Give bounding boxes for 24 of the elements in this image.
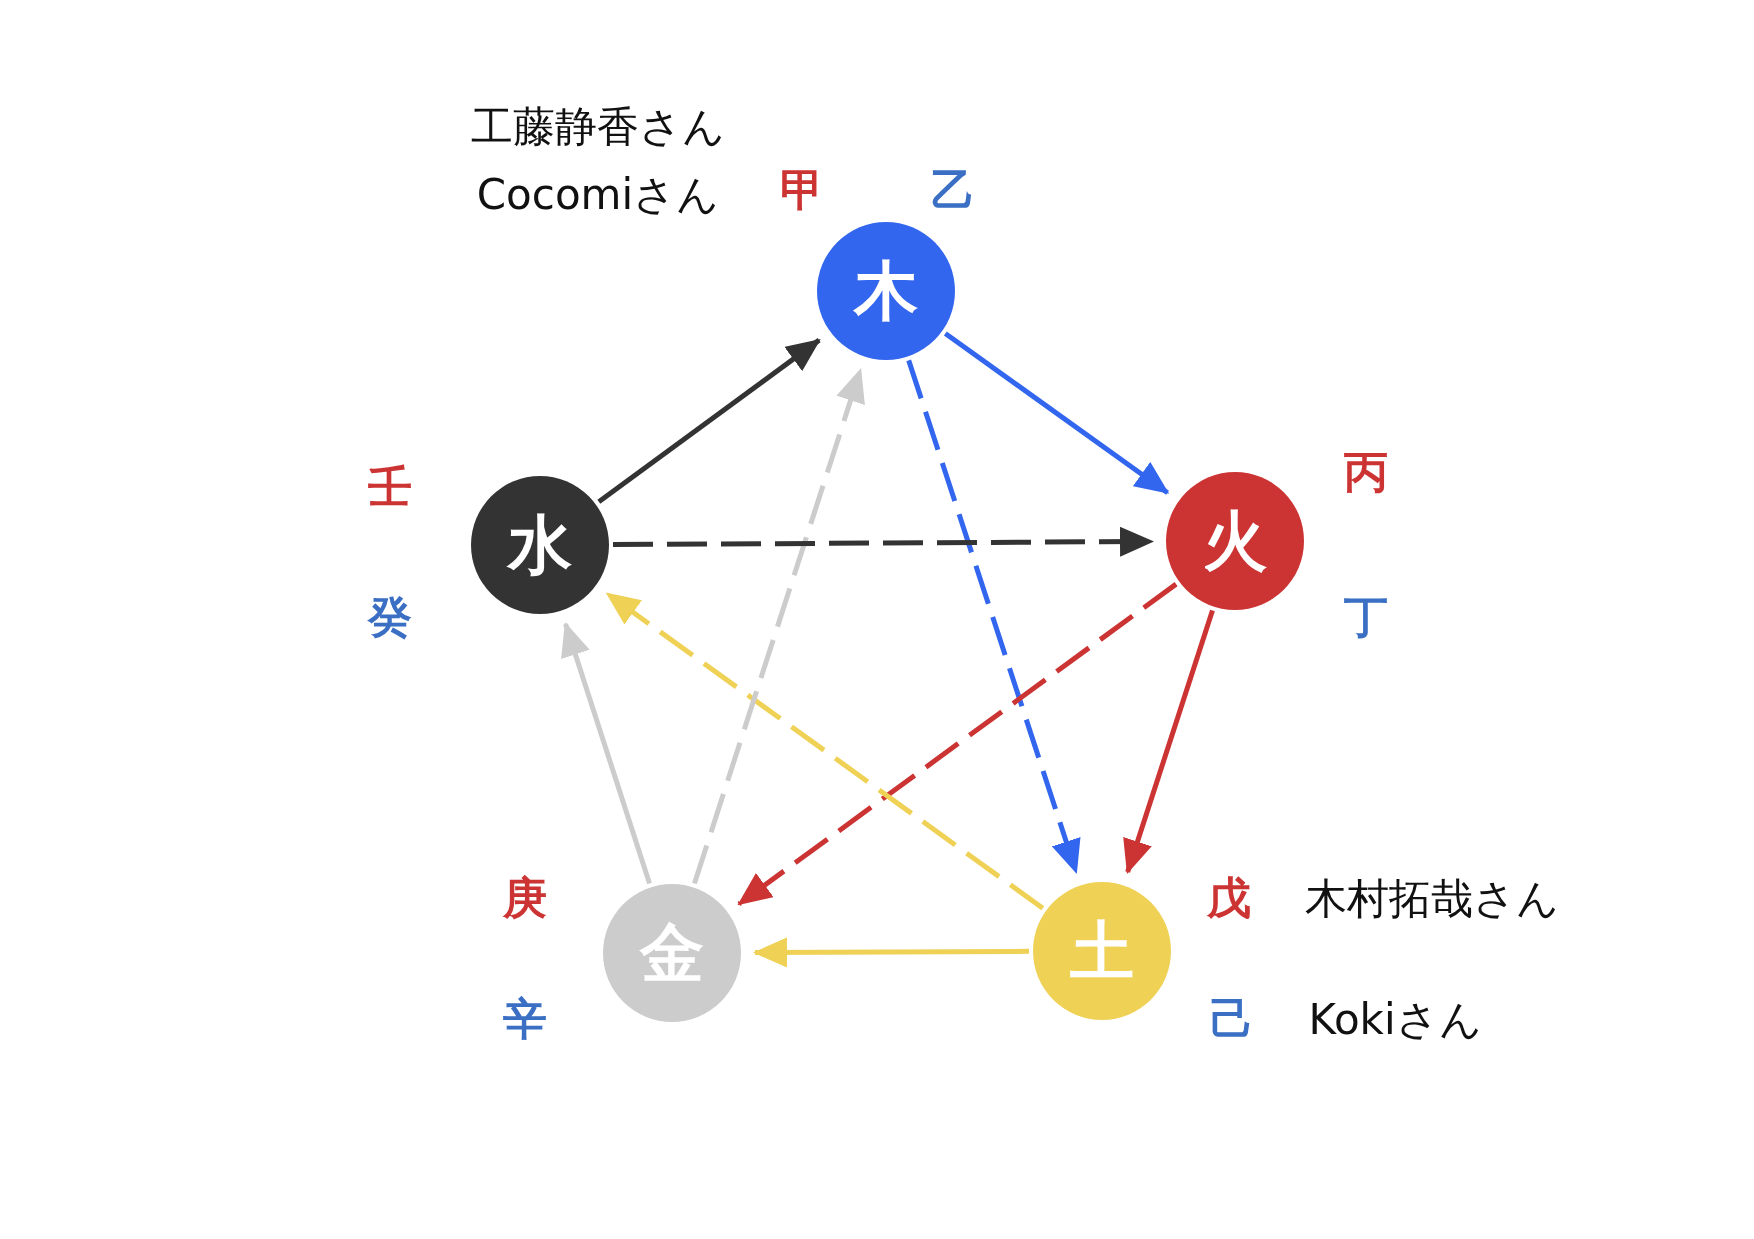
stem-label: 辛	[503, 992, 547, 1046]
stem-label: 癸	[368, 590, 412, 644]
arrow	[1123, 609, 1215, 874]
person-name: 木村拓哉さん	[1305, 872, 1559, 925]
person-name: Cocomiさん	[476, 168, 720, 221]
arrow	[943, 331, 1170, 495]
stem-label: 戊	[1207, 871, 1251, 925]
arrow	[753, 937, 1029, 968]
arrow	[561, 622, 652, 885]
stem-label: 己	[1210, 992, 1254, 1046]
stem-label: 丙	[1344, 445, 1388, 499]
person-name: 工藤静香さん	[471, 100, 725, 153]
stem-label: 甲	[780, 163, 824, 217]
arrow	[605, 591, 1045, 911]
arrow	[613, 526, 1154, 557]
arrow	[737, 582, 1178, 906]
stem-label: 庚	[503, 871, 547, 925]
stem-label: 乙	[931, 163, 975, 217]
arrow	[597, 338, 821, 504]
arrow	[692, 368, 865, 885]
stem-label: 壬	[368, 460, 412, 514]
stem-label: 丁	[1344, 590, 1388, 644]
person-name: Kokiさん	[1308, 993, 1482, 1046]
arrow	[906, 359, 1081, 874]
